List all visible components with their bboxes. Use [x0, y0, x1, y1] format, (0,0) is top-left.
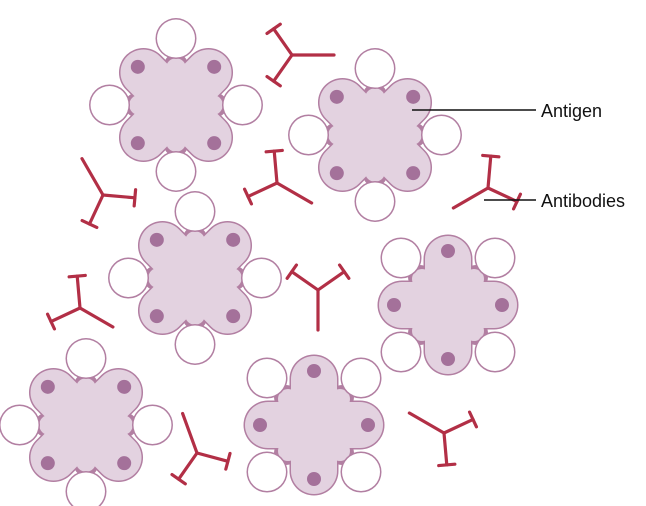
antigen-notch [382, 333, 420, 371]
antigen-cell [89, 18, 263, 192]
epitope-dot [207, 136, 222, 151]
antigen-notch [223, 86, 262, 124]
label-group: Antigen Antibodies [412, 101, 625, 211]
epitope-dot [307, 364, 321, 378]
antigen-notch [342, 453, 380, 491]
antibody [80, 157, 138, 230]
epitope-dot [226, 309, 241, 324]
epitope-dot [226, 232, 241, 247]
epitope-dot [40, 456, 55, 471]
antigen-notch [356, 182, 394, 221]
antigen-cell [243, 354, 385, 496]
antigen-group [0, 18, 519, 506]
antigen-notch [90, 86, 129, 124]
antigen-notch [67, 339, 105, 378]
antigen-cell [0, 338, 173, 506]
antigen-notch [67, 472, 105, 506]
antigen-notch [356, 49, 394, 88]
antigen-notch [0, 406, 39, 444]
epitope-dot [117, 456, 132, 471]
epitope-dot [441, 244, 455, 258]
epitope-dot [441, 352, 455, 366]
antigen-notch [248, 359, 286, 397]
antigen-label: Antigen [541, 101, 602, 121]
antigen-notch [242, 259, 281, 297]
epitope-dot [130, 136, 145, 151]
antigen-notch [422, 116, 461, 154]
antigen-notch [176, 325, 214, 364]
antibody [451, 153, 523, 211]
antigen-notch [342, 359, 380, 397]
antigen-notch [248, 453, 286, 491]
antigen-notch [176, 192, 214, 231]
antibody [242, 148, 314, 206]
epitope-dot [406, 89, 421, 104]
antibody-group [45, 22, 523, 486]
epitope-dot [329, 166, 344, 181]
epitope-dot [307, 472, 321, 486]
epitope-dot [361, 418, 375, 432]
epitope-dot [495, 298, 509, 312]
epitope-dot [117, 379, 132, 394]
epitope-dot [149, 309, 164, 324]
epitope-dot [406, 166, 421, 181]
antigen-cell [108, 191, 282, 365]
epitope-dot [130, 59, 145, 74]
epitope-dot [40, 379, 55, 394]
antibody [265, 22, 336, 88]
antigen-notch [289, 116, 328, 154]
antigen-notch [133, 406, 172, 444]
antibody [407, 410, 479, 468]
antigen-notch [476, 333, 514, 371]
antigen-cell [288, 48, 462, 222]
antibody [170, 411, 232, 486]
epitope-dot [207, 59, 222, 74]
antibodies-label: Antibodies [541, 191, 625, 211]
epitope-dot [329, 89, 344, 104]
antigen-notch [476, 239, 514, 277]
epitope-dot [387, 298, 401, 312]
antigen-cell [377, 234, 519, 376]
antigen-notch [109, 259, 148, 297]
antibody [45, 273, 115, 331]
antigen-notch [157, 19, 195, 58]
antigen-notch [157, 152, 195, 191]
epitope-dot [253, 418, 267, 432]
antibody [285, 263, 351, 332]
epitope-dot [149, 232, 164, 247]
antigen-notch [382, 239, 420, 277]
